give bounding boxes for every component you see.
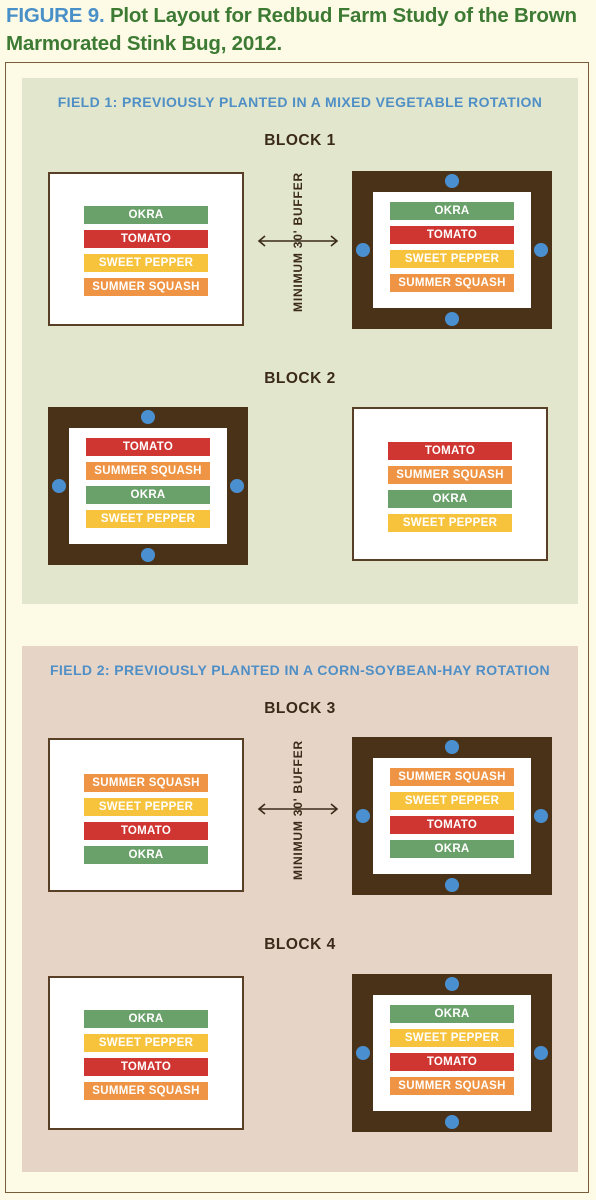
crop-row: SWEET PEPPER (84, 254, 208, 272)
crop-row: SUMMER SQUASH (388, 466, 512, 484)
trap-dot (445, 174, 459, 188)
crop-row: SWEET PEPPER (84, 1034, 208, 1052)
trap-dot (230, 479, 244, 493)
field-2-panel: FIELD 2: PREVIOUSLY PLANTED IN A CORN-SO… (22, 646, 578, 1172)
figure-number: FIGURE 9. (6, 4, 105, 27)
crop-row: SWEET PEPPER (390, 1029, 514, 1047)
trap-dot (356, 243, 370, 257)
block-1-control-rows: OKRA TOMATO SWEET PEPPER SUMMER SQUASH (50, 206, 242, 302)
trap-dot (445, 1115, 459, 1129)
crop-row: OKRA (86, 486, 210, 504)
field-1-panel: FIELD 1: PREVIOUSLY PLANTED IN A MIXED V… (22, 78, 578, 604)
block-3-label: BLOCK 3 (264, 700, 336, 717)
crop-row: OKRA (84, 206, 208, 224)
trap-dot (356, 1046, 370, 1060)
block-4-label: BLOCK 4 (264, 936, 336, 953)
crop-row: TOMATO (86, 438, 210, 456)
block-2-control-rows: TOMATO SUMMER SQUASH OKRA SWEET PEPPER (354, 442, 546, 538)
block-2-control-plot: TOMATO SUMMER SQUASH OKRA SWEET PEPPER (352, 407, 548, 561)
crop-row: TOMATO (84, 230, 208, 248)
crop-row: SUMMER SQUASH (390, 1077, 514, 1095)
buffer-indicator: MINIMUM 30' BUFFER (248, 738, 348, 898)
block-2-border-rows: TOMATO SUMMER SQUASH OKRA SWEET PEPPER (69, 438, 227, 534)
crop-row: OKRA (84, 846, 208, 864)
crop-row: OKRA (84, 1010, 208, 1028)
block-4-control-rows: OKRA SWEET PEPPER TOMATO SUMMER SQUASH (50, 1010, 242, 1106)
trap-dot (445, 740, 459, 754)
crop-row: OKRA (388, 490, 512, 508)
crop-row: OKRA (390, 202, 514, 220)
field-1-label: FIELD 1: PREVIOUSLY PLANTED IN A MIXED V… (57, 94, 543, 110)
crop-row: TOMATO (390, 1053, 514, 1071)
buffer-indicator: MINIMUM 30' BUFFER (248, 170, 348, 330)
plot-interior: SUMMER SQUASH SWEET PEPPER TOMATO OKRA (373, 758, 531, 874)
trap-dot (445, 977, 459, 991)
block-4-border-plot: OKRA SWEET PEPPER TOMATO SUMMER SQUASH (352, 974, 552, 1132)
block-1-border-rows: OKRA TOMATO SWEET PEPPER SUMMER SQUASH (373, 202, 531, 298)
block-4-control-plot: OKRA SWEET PEPPER TOMATO SUMMER SQUASH (48, 976, 244, 1130)
double-arrow-icon (257, 803, 339, 815)
block-3-border-plot: SUMMER SQUASH SWEET PEPPER TOMATO OKRA (352, 737, 552, 895)
trap-dot (52, 479, 66, 493)
figure-frame (5, 62, 589, 1193)
double-arrow-icon (257, 235, 339, 247)
trap-dot (534, 809, 548, 823)
buffer-label: MINIMUM 30' BUFFER (291, 740, 305, 880)
crop-row: OKRA (390, 1005, 514, 1023)
crop-row: SWEET PEPPER (86, 510, 210, 528)
trap-dot (356, 809, 370, 823)
block-1-border-plot: OKRA TOMATO SWEET PEPPER SUMMER SQUASH (352, 171, 552, 329)
plot-interior: OKRA SWEET PEPPER TOMATO SUMMER SQUASH (373, 995, 531, 1111)
field-2-label: FIELD 2: PREVIOUSLY PLANTED IN A CORN-SO… (49, 662, 551, 678)
crop-row: TOMATO (390, 816, 514, 834)
crop-row: SUMMER SQUASH (84, 774, 208, 792)
block-2-label: BLOCK 2 (264, 370, 336, 387)
trap-dot (141, 410, 155, 424)
crop-row: SWEET PEPPER (390, 250, 514, 268)
figure-caption: Plot Layout for Redbud Farm Study of the… (6, 4, 577, 55)
crop-row: TOMATO (84, 1058, 208, 1076)
crop-row: SWEET PEPPER (390, 792, 514, 810)
crop-row: TOMATO (84, 822, 208, 840)
plot-interior: TOMATO SUMMER SQUASH OKRA SWEET PEPPER (69, 428, 227, 544)
block-3-control-plot: SUMMER SQUASH SWEET PEPPER TOMATO OKRA (48, 738, 244, 892)
crop-row: SUMMER SQUASH (84, 1082, 208, 1100)
crop-row: SWEET PEPPER (84, 798, 208, 816)
crop-row: OKRA (390, 840, 514, 858)
trap-dot (534, 243, 548, 257)
crop-row: SUMMER SQUASH (86, 462, 210, 480)
buffer-label: MINIMUM 30' BUFFER (291, 172, 305, 312)
block-2-border-plot: TOMATO SUMMER SQUASH OKRA SWEET PEPPER (48, 407, 248, 565)
crop-row: SUMMER SQUASH (390, 274, 514, 292)
block-3-control-rows: SUMMER SQUASH SWEET PEPPER TOMATO OKRA (50, 774, 242, 870)
crop-row: SUMMER SQUASH (84, 278, 208, 296)
crop-row: TOMATO (390, 226, 514, 244)
block-1-control-plot: OKRA TOMATO SWEET PEPPER SUMMER SQUASH (48, 172, 244, 326)
plot-interior: OKRA TOMATO SWEET PEPPER SUMMER SQUASH (373, 192, 531, 308)
trap-dot (445, 312, 459, 326)
trap-dot (141, 548, 155, 562)
crop-row: TOMATO (388, 442, 512, 460)
block-3-border-rows: SUMMER SQUASH SWEET PEPPER TOMATO OKRA (373, 768, 531, 864)
crop-row: SUMMER SQUASH (390, 768, 514, 786)
crop-row: SWEET PEPPER (388, 514, 512, 532)
trap-dot (534, 1046, 548, 1060)
block-1-label: BLOCK 1 (264, 132, 336, 149)
figure-title: FIGURE 9. Plot Layout for Redbud Farm St… (6, 2, 591, 58)
trap-dot (445, 878, 459, 892)
block-4-border-rows: OKRA SWEET PEPPER TOMATO SUMMER SQUASH (373, 1005, 531, 1101)
